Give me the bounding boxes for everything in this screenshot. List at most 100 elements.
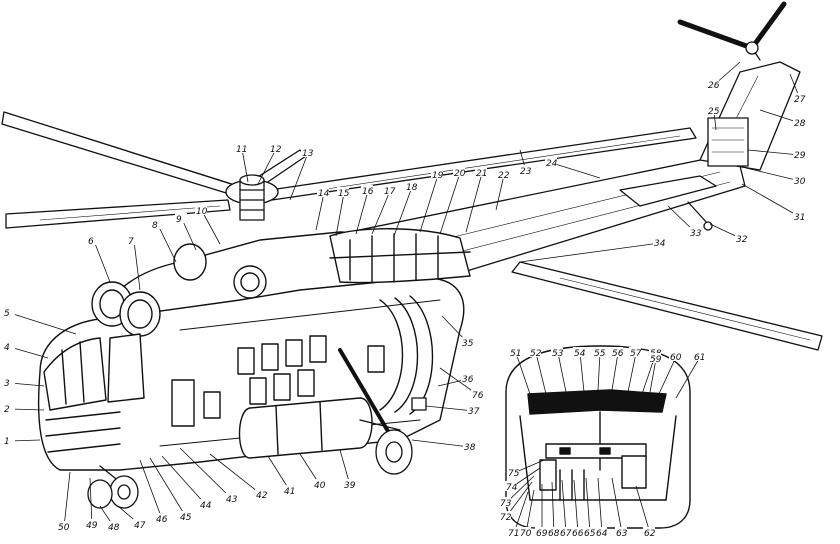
- callout-label-bg: [649, 353, 661, 363]
- callout-number-52: 52: [530, 349, 542, 359]
- callout-number-47: 47: [134, 521, 146, 531]
- main-rotor: [1, 111, 697, 229]
- callout-label-bg: [689, 227, 701, 237]
- callout-leader-67: [561, 479, 567, 534]
- callout-number-32: 32: [736, 235, 748, 245]
- callout-label-bg: [669, 351, 681, 361]
- callout-leader-55: [597, 352, 601, 391]
- callout-number-73: 73: [500, 499, 512, 509]
- callout-number-62: 62: [644, 529, 656, 539]
- callout-number-30: 30: [794, 177, 806, 187]
- callout-leader-8: [157, 224, 177, 263]
- callout-leader-16: [355, 190, 369, 235]
- callout-number-26: 26: [708, 81, 720, 91]
- callout-leader-24: [551, 162, 601, 179]
- callout-leader-31: [741, 183, 801, 218]
- callout-label-bg: [255, 489, 267, 499]
- callout-number-69: 69: [536, 529, 548, 539]
- landing-gear: [87, 348, 427, 509]
- callout-label-bg: [735, 233, 747, 243]
- callout-label-bg: [127, 235, 139, 245]
- callout-number-53: 53: [552, 349, 564, 359]
- callout-label-bg: [611, 347, 623, 357]
- callout-number-6: 6: [88, 237, 94, 247]
- callout-label-bg: [155, 513, 167, 523]
- callout-label-bg: [3, 341, 15, 351]
- callout-label-bg: [225, 493, 237, 503]
- callout-number-11: 11: [236, 145, 247, 155]
- callout-number-27: 27: [794, 95, 806, 105]
- callout-label-bg: [463, 441, 475, 451]
- callout-number-70: 70: [520, 529, 532, 539]
- callout-label-bg: [551, 347, 563, 357]
- callout-label-bg: [301, 147, 313, 157]
- callout-leader-9: [181, 218, 197, 251]
- callout-leader-3: [9, 382, 45, 387]
- callout-number-75: 75: [508, 469, 520, 479]
- callout-leader-49: [89, 477, 93, 526]
- callout-label-bg: [707, 105, 719, 115]
- callout-number-5: 5: [4, 309, 10, 319]
- callout-leader-66: [573, 479, 579, 534]
- callout-number-36: 36: [462, 375, 474, 385]
- callout-label-bg: [643, 527, 655, 537]
- callout-leader-21: [465, 172, 483, 233]
- callout-leader-59: [649, 358, 657, 393]
- callout-label-bg: [573, 347, 585, 357]
- callout-label-bg: [653, 237, 665, 247]
- callout-label-bg: [475, 167, 487, 177]
- callout-leader-18: [393, 186, 413, 237]
- callout-label-bg: [535, 527, 547, 537]
- callout-number-22: 22: [498, 171, 510, 181]
- callout-number-61: 61: [694, 353, 705, 363]
- callout-leader-5: [9, 312, 77, 335]
- callout-label-bg: [175, 213, 187, 223]
- callout-number-37: 37: [468, 407, 480, 417]
- callout-number-7: 7: [128, 237, 134, 247]
- callout-label-bg: [269, 143, 281, 153]
- callout-leader-15: [335, 192, 345, 237]
- callout-label-bg: [615, 527, 627, 537]
- callout-label-bg: [337, 187, 349, 197]
- callout-number-50: 50: [58, 523, 70, 533]
- cockpit-inset: [505, 345, 691, 529]
- callout-number-29: 29: [794, 151, 806, 161]
- callout-number-41: 41: [284, 487, 295, 497]
- callout-leader-6: [93, 240, 111, 283]
- callout-leader-20: [439, 172, 461, 235]
- callout-label-bg: [87, 235, 99, 245]
- callout-label-bg: [507, 467, 519, 477]
- callout-label-bg: [431, 169, 443, 179]
- callout-number-17: 17: [384, 187, 396, 197]
- callout-leader-54: [579, 352, 585, 393]
- callout-label-bg: [151, 219, 163, 229]
- callout-label-bg: [507, 527, 519, 537]
- callout-label-bg: [545, 157, 557, 167]
- callout-leader-65: [585, 477, 591, 534]
- callout-label-bg: [499, 511, 511, 521]
- callout-label-bg: [3, 403, 15, 413]
- callout-number-44: 44: [200, 501, 212, 511]
- callout-leader-43: [179, 447, 233, 500]
- callout-label-bg: [471, 389, 483, 399]
- callout-number-45: 45: [180, 513, 192, 523]
- callout-label-bg: [547, 527, 559, 537]
- callout-number-20: 20: [454, 169, 466, 179]
- callout-number-64: 64: [596, 529, 608, 539]
- callout-label-bg: [793, 175, 805, 185]
- callout-number-68: 68: [548, 529, 560, 539]
- callout-number-40: 40: [314, 481, 326, 491]
- callout-leader-60: [657, 356, 677, 397]
- callout-number-1: 1: [4, 437, 10, 447]
- callout-number-24: 24: [546, 159, 558, 169]
- callout-label-bg: [461, 337, 473, 347]
- callout-number-38: 38: [464, 443, 476, 453]
- callout-label-bg: [461, 373, 473, 383]
- fuselage: [37, 228, 471, 471]
- callout-number-3: 3: [4, 379, 10, 389]
- callout-label-bg: [467, 405, 479, 415]
- callout-label-bg: [313, 479, 325, 489]
- callout-leader-45: [149, 457, 187, 518]
- callout-leader-46: [139, 459, 163, 520]
